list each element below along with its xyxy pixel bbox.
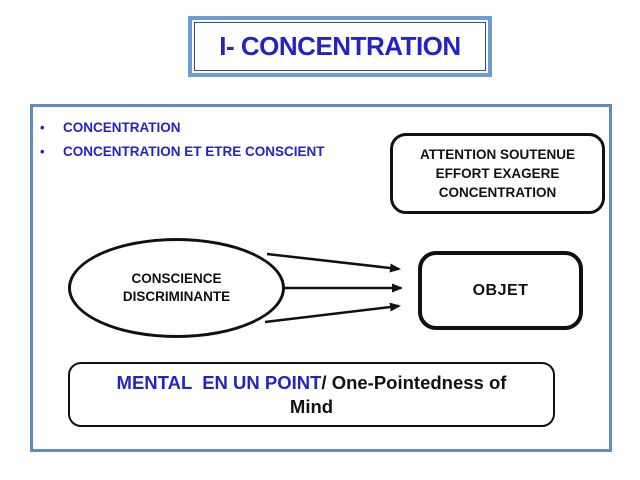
bullet-list: • CONCENTRATION • CONCENTRATION ET ETRE … <box>40 119 390 167</box>
list-item: • CONCENTRATION ET ETRE CONSCIENT <box>40 143 390 160</box>
attention-line-2: EFFORT EXAGERE <box>435 166 560 181</box>
attention-line-3: CONCENTRATION <box>438 185 557 200</box>
mental-text: MENTAL EN UN POINT/ One-Pointedness of M… <box>117 371 507 419</box>
mental-en-text-line1: / One-Pointedness of <box>321 371 507 393</box>
list-item: • CONCENTRATION <box>40 119 390 136</box>
bullet-label: CONCENTRATION <box>63 120 181 135</box>
attention-line-1: ATTENTION SOUTENUE <box>420 147 575 162</box>
title-box: I- CONCENTRATION <box>188 16 492 77</box>
mental-fr-text: MENTAL EN UN POINT <box>116 371 322 393</box>
bullet-icon: • <box>40 120 45 135</box>
bullet-icon: • <box>40 144 45 159</box>
ellipse-line-2: DISCRIMINANTE <box>122 289 231 304</box>
ellipse-line-1: CONSCIENCE <box>131 271 222 286</box>
mental-en-text-line2: Mind <box>289 395 334 417</box>
conscience-ellipse-node: CONSCIENCE DISCRIMINANTE <box>68 238 285 338</box>
attention-node: ATTENTION SOUTENUE EFFORT EXAGERE CONCEN… <box>390 133 605 214</box>
objet-node: OBJET <box>418 251 583 330</box>
bullet-label: CONCENTRATION ET ETRE CONSCIENT <box>63 144 325 159</box>
page-title: I- CONCENTRATION <box>219 31 461 61</box>
mental-box: MENTAL EN UN POINT/ One-Pointedness of M… <box>68 362 555 427</box>
objet-label: OBJET <box>472 281 529 299</box>
